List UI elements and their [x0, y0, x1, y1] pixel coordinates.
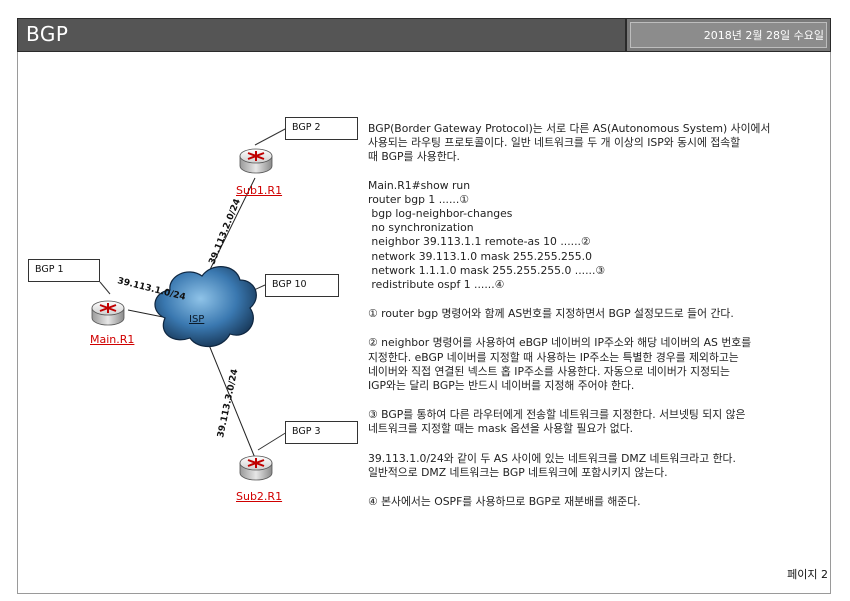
bgp-explanation: BGP(Border Gateway Protocol)는 서로 다른 AS(A… — [368, 122, 828, 509]
router-name-sub1: Sub1.R1 — [236, 184, 283, 197]
as-box-bgp3: BGP 3 — [285, 421, 358, 444]
connector-bgp1 — [99, 281, 111, 295]
intro-line-1: BGP(Border Gateway Protocol)는 서로 다른 AS(A… — [368, 122, 771, 135]
note-3-line-2: 네트워크를 지정할 때는 mask 옵션을 사용할 필요가 없다. — [368, 422, 634, 436]
header-date-bar: 2018년 2월 28일 수요일 — [626, 18, 831, 52]
header-title-bar: BGP — [17, 18, 626, 52]
router-main-icon — [91, 300, 125, 326]
as-box-bgp1: BGP 1 — [28, 259, 100, 282]
config-line: network 39.113.1.0 mask 255.255.255.0 — [368, 249, 592, 263]
page-header: BGP 2018년 2월 28일 수요일 — [17, 18, 831, 52]
connector-bgp2 — [254, 127, 288, 146]
as-label-bgp1: BGP 1 — [35, 264, 64, 275]
connector-bgp3 — [257, 431, 288, 451]
note-2-line-4: IGP와는 달리 BGP는 반드시 네이버를 지정해 주어야 한다. — [368, 379, 635, 393]
note-2-line-3: 네이버와 직접 연결된 넥스트 홉 IP주소를 사용한다. 자동으로 네이버가 … — [368, 364, 730, 378]
link-label-sub2: 39.113.3.0/24 — [216, 368, 240, 438]
router-name-main: Main.R1 — [90, 333, 135, 346]
page-number: 페이지 2 — [787, 568, 828, 581]
config-line: Main.R1#show run — [368, 178, 471, 192]
note-4: ④ 본사에서는 OSPF를 사용하므로 BGP로 재분배를 해준다. — [368, 495, 641, 509]
config-line: bgp log-neighbor-changes — [368, 207, 513, 221]
router-sub2-icon — [239, 455, 273, 481]
note-1: ① router bgp 명령어와 함께 AS번호를 지정하면서 BGP 설정모… — [368, 307, 734, 321]
header-date: 2018년 2월 28일 수요일 — [703, 29, 824, 42]
config-line: neighbor 39.113.1.1 remote-as 10 ......② — [368, 235, 591, 249]
note-2-line-1: ② neighbor 명령어를 사용하여 eBGP 네이버의 IP주소와 해당 … — [368, 336, 752, 350]
config-line: no synchronization — [368, 221, 474, 235]
router-name-sub2: Sub2.R1 — [236, 490, 283, 503]
intro-line-3: 때 BGP를 사용한다. — [368, 150, 460, 164]
link-label-sub1: 39.113.2.0/24 — [208, 198, 243, 267]
note-2-line-2: 지정한다. eBGP 네이버를 지정할 때 사용하는 IP주소는 특별한 경우를… — [368, 350, 739, 364]
dmz-line-2: 일반적으로 DMZ 네트워크는 BGP 네트워크에 포함시키지 않는다. — [368, 465, 668, 479]
link-sub2-isp — [206, 339, 256, 459]
as-label-bgp3: BGP 3 — [292, 426, 321, 437]
router-sub1-icon — [239, 148, 273, 174]
config-line: redistribute ospf 1 ......④ — [368, 278, 505, 292]
isp-cloud: ISP — [154, 266, 257, 348]
config-line: network 1.1.1.0 mask 255.255.255.0 .....… — [368, 263, 606, 277]
as-label-bgp2: BGP 2 — [292, 122, 321, 133]
as-label-bgp10: BGP 10 — [272, 279, 307, 290]
as-box-bgp10: BGP 10 — [265, 274, 339, 297]
note-3-line-1: ③ BGP를 통하여 다른 라우터에게 전송할 네트워크를 지정한다. 서브넷팅… — [368, 408, 746, 422]
page-title: BGP — [26, 22, 69, 46]
isp-label: ISP — [189, 314, 204, 325]
intro-line-2: 사용되는 라우팅 프로토콜이다. 일반 네트워크를 두 개 이상의 ISP와 동… — [368, 136, 741, 150]
dmz-line-1: 39.113.1.0/24와 같이 두 AS 사이에 있는 네트워크를 DMZ … — [368, 451, 736, 465]
as-box-bgp2: BGP 2 — [285, 117, 358, 140]
config-line: router bgp 1 ......① — [368, 192, 469, 206]
